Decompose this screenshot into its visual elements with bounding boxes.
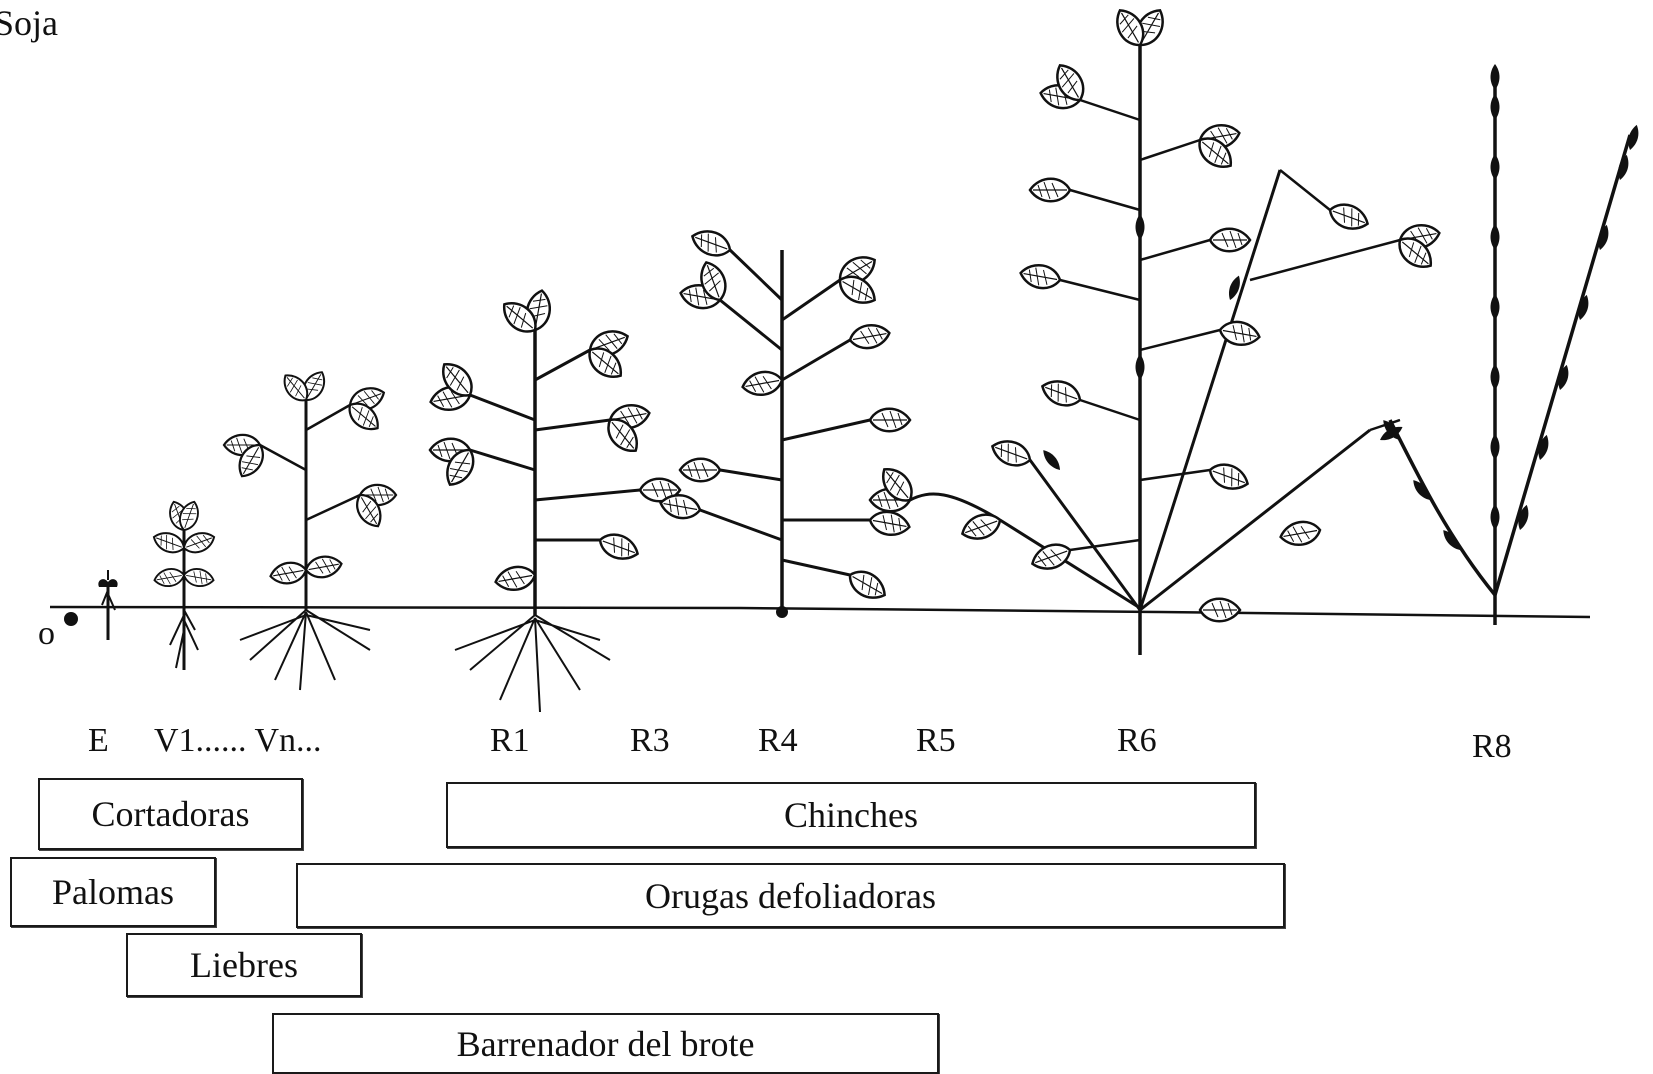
stage-label-e: E [88,722,109,760]
pest-box-liebres: Liebres [126,933,362,997]
plant-stage-r8 [1380,64,1641,625]
plant-stage-r6 [870,5,1441,655]
stage-label-r8: R8 [1472,728,1512,766]
plant-stage-r4 [659,226,912,618]
ground-line [50,607,1590,617]
seed-marker: o [38,615,55,653]
stage-label-r6: R6 [1117,722,1157,760]
plant-stage-e [98,570,117,640]
pest-box-palomas: Palomas [10,857,216,927]
pest-box-chinches: Chinches [446,782,1256,848]
stage-label-v: V1...... Vn... [154,722,322,760]
pest-box-orugas: Orugas defoliadoras [296,863,1285,928]
plant-stage-vn [224,368,396,690]
plant-stage-r1 [429,289,680,712]
stage-label-r5: R5 [916,722,956,760]
stage-label-r1: R1 [490,722,530,760]
pest-box-cortadoras: Cortadoras [38,778,303,850]
stage-label-r3: R3 [630,722,670,760]
plant-stage-v1 [151,499,217,670]
stage-label-r4: R4 [758,722,798,760]
pest-box-barrenador: Barrenador del brote [272,1013,939,1074]
seed-marker-shoot [64,612,78,626]
